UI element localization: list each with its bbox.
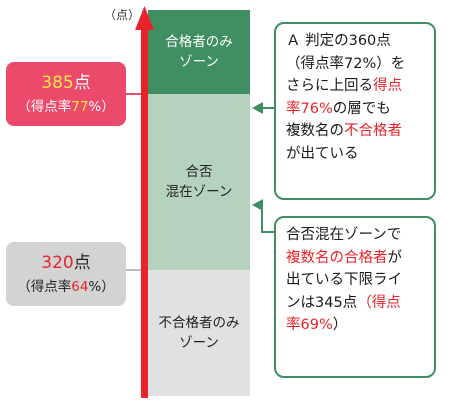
- score-axis-arrow-shaft: [141, 28, 148, 398]
- upper-callout-line4-highlight: 率76%: [286, 100, 333, 117]
- upper-callout-line4-text: の層でも: [332, 100, 391, 117]
- high-rate-prefix: （得点率: [17, 98, 72, 115]
- pass-only-zone: 合格者のみ ゾーン: [148, 10, 250, 94]
- score-385-marker: 385点 （得点率77%）: [6, 62, 126, 126]
- high-score-unit: 点: [73, 72, 91, 93]
- upper-callout-line3-highlight: 得点: [373, 78, 402, 94]
- lower-callout-line5: 率69%）: [286, 314, 424, 337]
- fail-zone-label-line1: 不合格者のみ: [158, 315, 240, 331]
- lower-callout-pointer-arrow: [252, 199, 263, 211]
- lower-callout-line3: 出ている下限ライ: [286, 272, 402, 288]
- lower-callout-line4-highlight: （得点: [357, 294, 401, 311]
- lower-callout-line5-text: ）: [332, 317, 348, 333]
- fail-zone-label-line2: ゾーン: [179, 335, 219, 351]
- upper-callout-line5: 複数名の不合格者: [286, 120, 424, 143]
- lower-callout-line2-highlight: 複数名の合格者: [286, 249, 388, 266]
- upper-callout-line5-highlight: 不合格者: [344, 123, 402, 139]
- upper-callout-line4: 率76%の層でも: [286, 98, 424, 121]
- score-320-marker: 320点 （得点率64%）: [6, 242, 126, 306]
- upper-callout-box: Ａ 判定の360点 （得点率72%）を さらに上回る得点 率76%の層でも 複数…: [274, 22, 436, 200]
- lower-callout-pointer-line: [261, 205, 274, 233]
- upper-callout-line6: が出ている: [286, 145, 359, 162]
- pass-zone-label-line1: 合格者のみ: [165, 34, 233, 50]
- lower-callout-box: 合否混在ゾーンで 複数名の合格者が 出ている下限ライ ンは345点（得点 率69…: [274, 216, 436, 378]
- upper-callout-line2: （得点率72%）を: [286, 55, 406, 72]
- lower-callout-line4: ンは345点（得点: [286, 292, 424, 315]
- pass-zone-label-line2: ゾーン: [179, 54, 219, 70]
- low-rate-value: 64: [71, 278, 89, 295]
- axis-unit-label: （点）: [104, 8, 141, 22]
- upper-callout-line3-text: さらに上回る: [286, 78, 373, 94]
- lower-callout-line2-text: が: [387, 249, 403, 266]
- upper-callout-line1: Ａ 判定の360点: [286, 33, 391, 49]
- lower-callout-line2: 複数名の合格者が: [286, 247, 424, 270]
- high-rate-suffix: %）: [88, 98, 115, 115]
- low-rate-prefix: （得点率: [17, 278, 72, 295]
- upper-callout-pointer-arrow: [252, 102, 263, 114]
- lower-callout-line5-highlight: 率69%: [286, 317, 333, 333]
- high-rate-value: 77: [71, 98, 89, 115]
- high-score-value: 385: [41, 72, 74, 93]
- low-rate-suffix: %）: [88, 278, 115, 295]
- fail-only-zone: 不合格者のみ ゾーン: [148, 270, 250, 396]
- upper-callout-line5-text: 複数名の: [286, 123, 344, 139]
- lower-callout-line4-text: ンは345点: [286, 294, 358, 311]
- mixed-zone: 合否 混在ゾーン: [148, 94, 250, 270]
- low-score-value: 320: [41, 252, 74, 273]
- lower-callout-line1: 合否混在ゾーンで: [286, 227, 402, 243]
- low-score-unit: 点: [73, 252, 91, 273]
- upper-callout-line3: さらに上回る得点: [286, 75, 424, 98]
- mixed-zone-label-line1: 合否: [185, 164, 213, 180]
- score-axis-arrow-head: [135, 6, 154, 30]
- mixed-zone-label-line2: 混在ゾーン: [165, 184, 233, 200]
